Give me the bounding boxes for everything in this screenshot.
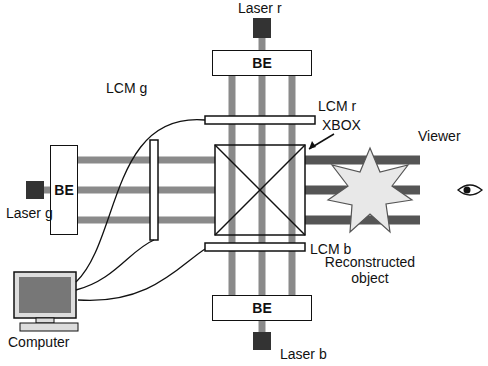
xbox-pointer bbox=[309, 134, 334, 149]
part-label: XBOX bbox=[322, 117, 361, 133]
computer-illustration bbox=[14, 272, 78, 331]
beam-expander-box: BE bbox=[212, 295, 312, 321]
beam-expander-box: BE bbox=[50, 145, 78, 235]
xbox-pointer-head bbox=[309, 141, 316, 149]
part-label: LCM g bbox=[106, 80, 147, 96]
part-label: LCM b bbox=[310, 241, 351, 257]
part-label: LCM r bbox=[318, 98, 356, 114]
node-label: BE bbox=[54, 182, 73, 198]
beam-expander-box: BE bbox=[212, 50, 312, 76]
part-label: Laser b bbox=[280, 346, 327, 362]
part-label: Computer bbox=[8, 334, 69, 350]
viewer-eye bbox=[458, 185, 482, 195]
part-label: Laser g bbox=[6, 205, 53, 221]
control-wires bbox=[76, 120, 205, 301]
lcm-plates bbox=[150, 116, 315, 251]
node-label: BE bbox=[252, 55, 271, 71]
xbox-cube bbox=[215, 145, 305, 235]
node-label: BE bbox=[252, 300, 271, 316]
part-label: Viewer bbox=[418, 128, 461, 144]
part-label: Reconstructed object bbox=[318, 254, 422, 286]
part-label: Laser r bbox=[238, 0, 282, 16]
reconstructed-object bbox=[328, 148, 412, 232]
